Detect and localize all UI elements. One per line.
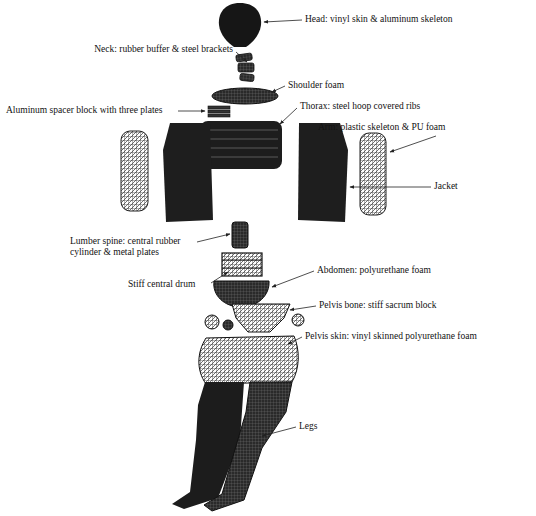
- pelvis-bone: [205, 304, 304, 332]
- left-jacket: [163, 123, 213, 222]
- part-label: Stiff central drum: [128, 279, 195, 290]
- right-leg: [204, 382, 292, 511]
- right-arm: [360, 133, 386, 215]
- part-label: Pelvis skin: vinyl skinned polyurethane …: [305, 331, 477, 342]
- right-jacket: [298, 123, 348, 222]
- part-label: Aluminum spacer block with three plates: [6, 105, 162, 116]
- abdomen-part: [214, 281, 269, 307]
- part-label: Legs: [299, 421, 317, 432]
- head-part: [219, 3, 261, 47]
- thorax-part: [200, 121, 282, 169]
- neck-part: [236, 53, 255, 82]
- part-label: Lumber spine: central rubber cylinder & …: [70, 236, 195, 258]
- spacer-block: [208, 106, 230, 117]
- part-label: Arm: plastic skeleton & PU foam: [318, 122, 445, 133]
- shoulder-foam: [212, 88, 278, 104]
- leader-lines: [178, 20, 436, 436]
- part-label: Thorax: steel hoop covered ribs: [300, 101, 420, 112]
- left-arm: [121, 131, 148, 211]
- part-label: Neck: rubber buffer & steel brackets: [70, 44, 233, 55]
- pelvis-skin: [199, 336, 298, 384]
- part-label: Pelvis bone: stiff sacrum block: [319, 300, 437, 311]
- part-label: Abdomen: polyurethane foam: [317, 265, 431, 276]
- part-label: Head: vinyl skin & aluminum skeleton: [305, 14, 453, 25]
- part-label: Jacket: [434, 181, 458, 192]
- part-label: Shoulder foam: [288, 80, 344, 91]
- lumbar-spine: [232, 222, 248, 248]
- central-drum: [222, 253, 262, 276]
